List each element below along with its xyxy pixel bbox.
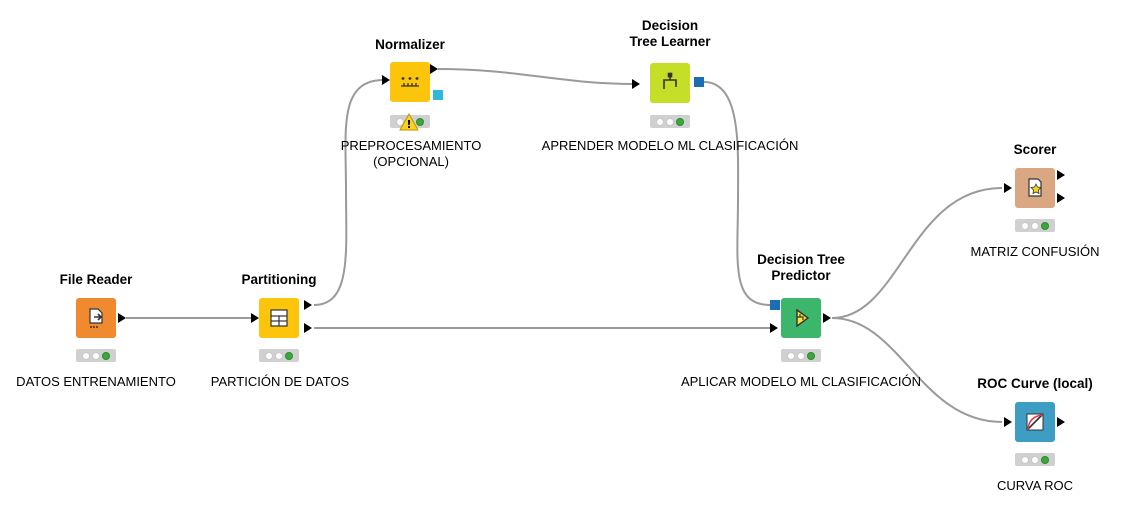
output-port-model[interactable] xyxy=(433,90,443,100)
traffic-light xyxy=(781,349,821,362)
wire-predictor-scorer[interactable] xyxy=(831,187,1003,319)
scorer-box[interactable] xyxy=(1015,168,1055,208)
output-port-model[interactable] xyxy=(694,77,704,87)
input-port[interactable] xyxy=(251,313,259,323)
traffic-light xyxy=(1015,219,1055,232)
node-title: Decision Tree Learner xyxy=(629,18,710,50)
input-port-data[interactable] xyxy=(770,323,778,333)
annotation-line-2: (OPCIONAL) xyxy=(373,154,449,169)
output-port[interactable] xyxy=(1057,417,1065,427)
wire-partitioning-normalizer[interactable] xyxy=(313,79,385,306)
partitioning-box[interactable] xyxy=(259,298,299,338)
wire-normalizer-learner[interactable] xyxy=(437,68,635,85)
output-port-data[interactable] xyxy=(430,64,438,74)
node-annotation[interactable]: MATRIZ CONFUSIÓN xyxy=(970,244,1100,259)
file-reader-icon xyxy=(89,308,103,328)
input-port[interactable] xyxy=(382,75,390,85)
title-line-2: Tree Learner xyxy=(629,34,711,49)
learner-box[interactable] xyxy=(650,63,690,103)
input-port[interactable] xyxy=(632,79,640,89)
node-title: ROC Curve (local) xyxy=(977,376,1093,391)
traffic-light xyxy=(1015,453,1055,466)
input-port[interactable] xyxy=(1004,183,1012,193)
output-port-2[interactable] xyxy=(304,323,312,333)
node-annotation[interactable]: PREPROCESAMIENTO (OPCIONAL) xyxy=(341,138,482,170)
output-port[interactable] xyxy=(118,313,126,323)
title-line-1: Decision Tree xyxy=(757,252,845,267)
wire-predictor-roc[interactable] xyxy=(831,317,1003,423)
tree-learner-icon xyxy=(663,72,677,89)
node-title: Decision Tree Predictor xyxy=(757,252,845,284)
input-port[interactable] xyxy=(1004,417,1012,427)
node-annotation[interactable]: DATOS ENTRENAMIENTO xyxy=(16,374,176,389)
node-annotation[interactable]: APLICAR MODELO ML CLASIFICACIÓN xyxy=(680,374,922,389)
roc-curve-icon xyxy=(1026,413,1044,431)
warning-icon[interactable]: ! xyxy=(399,113,419,131)
partitioning-icon xyxy=(270,309,288,327)
traffic-light xyxy=(650,115,690,128)
title-line-1: Decision xyxy=(641,18,699,33)
traffic-light xyxy=(76,349,116,362)
annotation-line-1: PREPROCESAMIENTO xyxy=(340,138,482,153)
roc-box[interactable] xyxy=(1015,402,1055,442)
node-annotation[interactable]: APRENDER MODELO ML CLASIFICACIÓN xyxy=(541,138,799,153)
node-annotation[interactable]: CURVA ROC xyxy=(996,478,1074,493)
node-title: Partitioning xyxy=(241,272,317,287)
svg-text:!: ! xyxy=(406,118,411,131)
scorer-icon xyxy=(1028,178,1042,197)
output-port-2[interactable] xyxy=(1057,193,1065,203)
node-title: Scorer xyxy=(1013,142,1057,157)
output-port-1[interactable] xyxy=(304,300,312,310)
normalizer-icon xyxy=(401,77,419,87)
title-line-2: Predictor xyxy=(771,268,831,283)
output-port-1[interactable] xyxy=(1057,170,1065,180)
node-title: File Reader xyxy=(59,272,133,287)
input-port-model[interactable] xyxy=(770,300,780,310)
predictor-box[interactable] xyxy=(781,298,821,338)
output-port[interactable] xyxy=(823,313,831,323)
file-reader-box[interactable] xyxy=(76,298,116,338)
traffic-light xyxy=(259,349,299,362)
wire-learner-predictor[interactable] xyxy=(703,81,771,306)
node-title: Normalizer xyxy=(375,37,445,52)
node-annotation[interactable]: PARTICIÓN DE DATOS xyxy=(210,374,350,389)
tree-predictor-icon xyxy=(796,308,810,328)
normalizer-box[interactable] xyxy=(390,62,430,102)
